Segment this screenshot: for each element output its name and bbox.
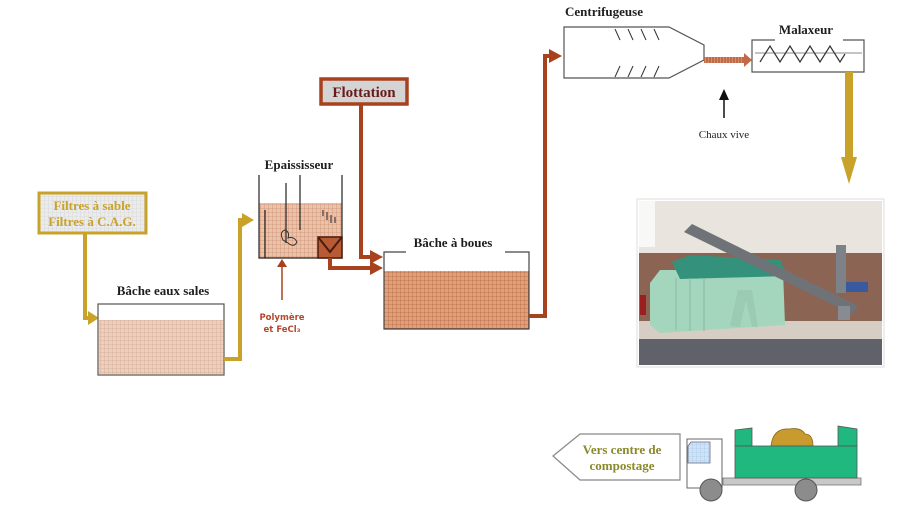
malaxeur-label: Malaxeur [779, 22, 833, 37]
bache-eaux-sales-tank [97, 303, 225, 376]
flow-arrow-flottation-to-bache-boues [359, 104, 383, 264]
epaississeur-label: Epaississeur [265, 157, 334, 172]
malaxeur-machine [751, 39, 865, 73]
flow-arrow-malaxeur-down [841, 72, 857, 184]
compostage-label-line2: compostage [590, 458, 655, 473]
screw-pipe-to-malaxeur [704, 53, 752, 67]
polymere-label-line1: Polymère [259, 312, 304, 323]
chaux-vive-label: Chaux vive [699, 129, 750, 141]
centrifugeuse-label: Centrifugeuse [565, 4, 643, 19]
truck-icon [686, 425, 862, 502]
filtres-label-line2: Filtres à C.A.G. [48, 214, 136, 229]
flottation-box: Flottation [319, 77, 409, 106]
polymere-label-line2: et FeCl₃ [264, 325, 301, 335]
flow-arrow-filtres-to-bache [83, 233, 99, 325]
flottation-label: Flottation [332, 85, 396, 101]
flow-arrow-bache-to-epaississeur [224, 213, 254, 361]
filtres-label-line1: Filtres à sable [53, 198, 130, 213]
polymere-input-arrow [277, 259, 287, 300]
epaississeur-tank [258, 175, 343, 259]
bache-a-boues-tank [383, 251, 530, 330]
sludge-container-photo [636, 198, 885, 368]
filtres-box: Filtres à sable Filtres à C.A.G. [37, 191, 148, 235]
bache-eaux-sales-label: Bâche eaux sales [117, 283, 209, 298]
compostage-label-line1: Vers centre de [583, 442, 662, 457]
flow-arrow-bache-boues-to-centrifugeuse [529, 49, 562, 318]
chaux-vive-input-arrow [719, 89, 729, 118]
bache-a-boues-label: Bâche à boues [414, 235, 493, 250]
centrifugeuse-machine [563, 26, 705, 79]
compostage-direction-sign: Vers centre de compostage [552, 433, 681, 481]
flow-arrow-epaississeur-to-bache-boues [328, 258, 383, 275]
